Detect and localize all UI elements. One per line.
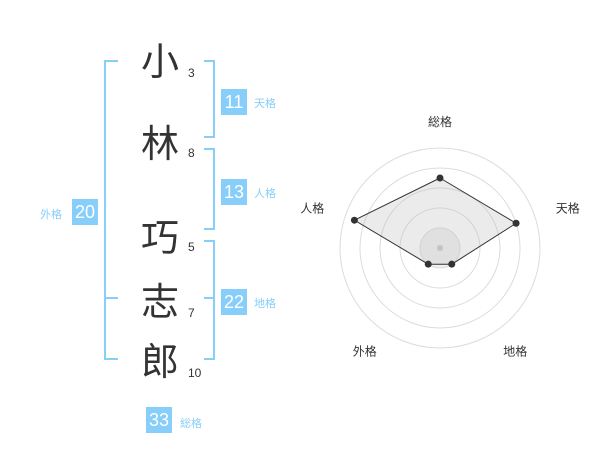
- soukaku-label: 総格: [180, 417, 202, 430]
- radar-point-5: [350, 216, 358, 224]
- radar-axis-label: 外格: [353, 344, 377, 359]
- outer-bracket-line: [104, 60, 106, 360]
- stroke-count-1: 3: [188, 66, 195, 80]
- radar-center-dot: [437, 245, 443, 251]
- jinkaku-bracket-bottom: [204, 228, 215, 230]
- outer-bracket-bottom: [104, 358, 118, 360]
- radar-point-3: [448, 260, 456, 268]
- radar-point-2: [512, 219, 520, 227]
- soukaku-badge: 33: [146, 407, 172, 433]
- jinkaku-badge: 13: [221, 179, 247, 205]
- outer-bracket-top: [104, 60, 118, 62]
- radar-axis-label: 総格: [428, 114, 452, 129]
- radar-axis-label: 天格: [556, 200, 580, 215]
- radar-point-4: [424, 260, 432, 268]
- tenkaku-badge: 11: [221, 89, 247, 115]
- name-char-2: 林: [140, 122, 179, 166]
- radar-axis-label: 人格: [300, 200, 324, 215]
- tenkaku-bracket-bottom: [204, 136, 215, 138]
- chikaku-bracket-mid: [204, 297, 215, 299]
- jinkaku-bracket-top: [204, 148, 215, 150]
- radar-axis-label: 地格: [503, 344, 527, 359]
- stroke-count-3: 5: [188, 240, 195, 254]
- name-char-1: 小: [140, 40, 179, 84]
- stroke-count-5: 10: [188, 366, 202, 380]
- stroke-count-4: 7: [188, 306, 195, 320]
- chikaku-bracket-line: [213, 240, 215, 360]
- name-char-4: 志: [140, 280, 179, 324]
- jinkaku-label: 人格: [254, 187, 276, 200]
- gaikaku-label: 外格: [40, 208, 62, 221]
- chikaku-bracket-top: [204, 240, 215, 242]
- chikaku-bracket-bottom: [204, 358, 215, 360]
- outer-bracket-mid: [104, 297, 118, 299]
- stroke-count-2: 8: [188, 146, 195, 160]
- gaikaku-badge: 20: [72, 199, 98, 225]
- name-char-5: 郎: [140, 340, 179, 384]
- chikaku-label: 地格: [254, 297, 276, 310]
- tenkaku-label: 天格: [254, 97, 276, 110]
- tenkaku-bracket-top: [204, 60, 215, 62]
- jinkaku-bracket-line: [213, 148, 215, 230]
- name-char-3: 巧: [140, 216, 179, 260]
- radar-data-polygon: [353, 177, 518, 265]
- tenkaku-bracket-line: [213, 60, 215, 138]
- radar-point-1: [436, 174, 444, 182]
- chikaku-badge: 22: [221, 289, 247, 315]
